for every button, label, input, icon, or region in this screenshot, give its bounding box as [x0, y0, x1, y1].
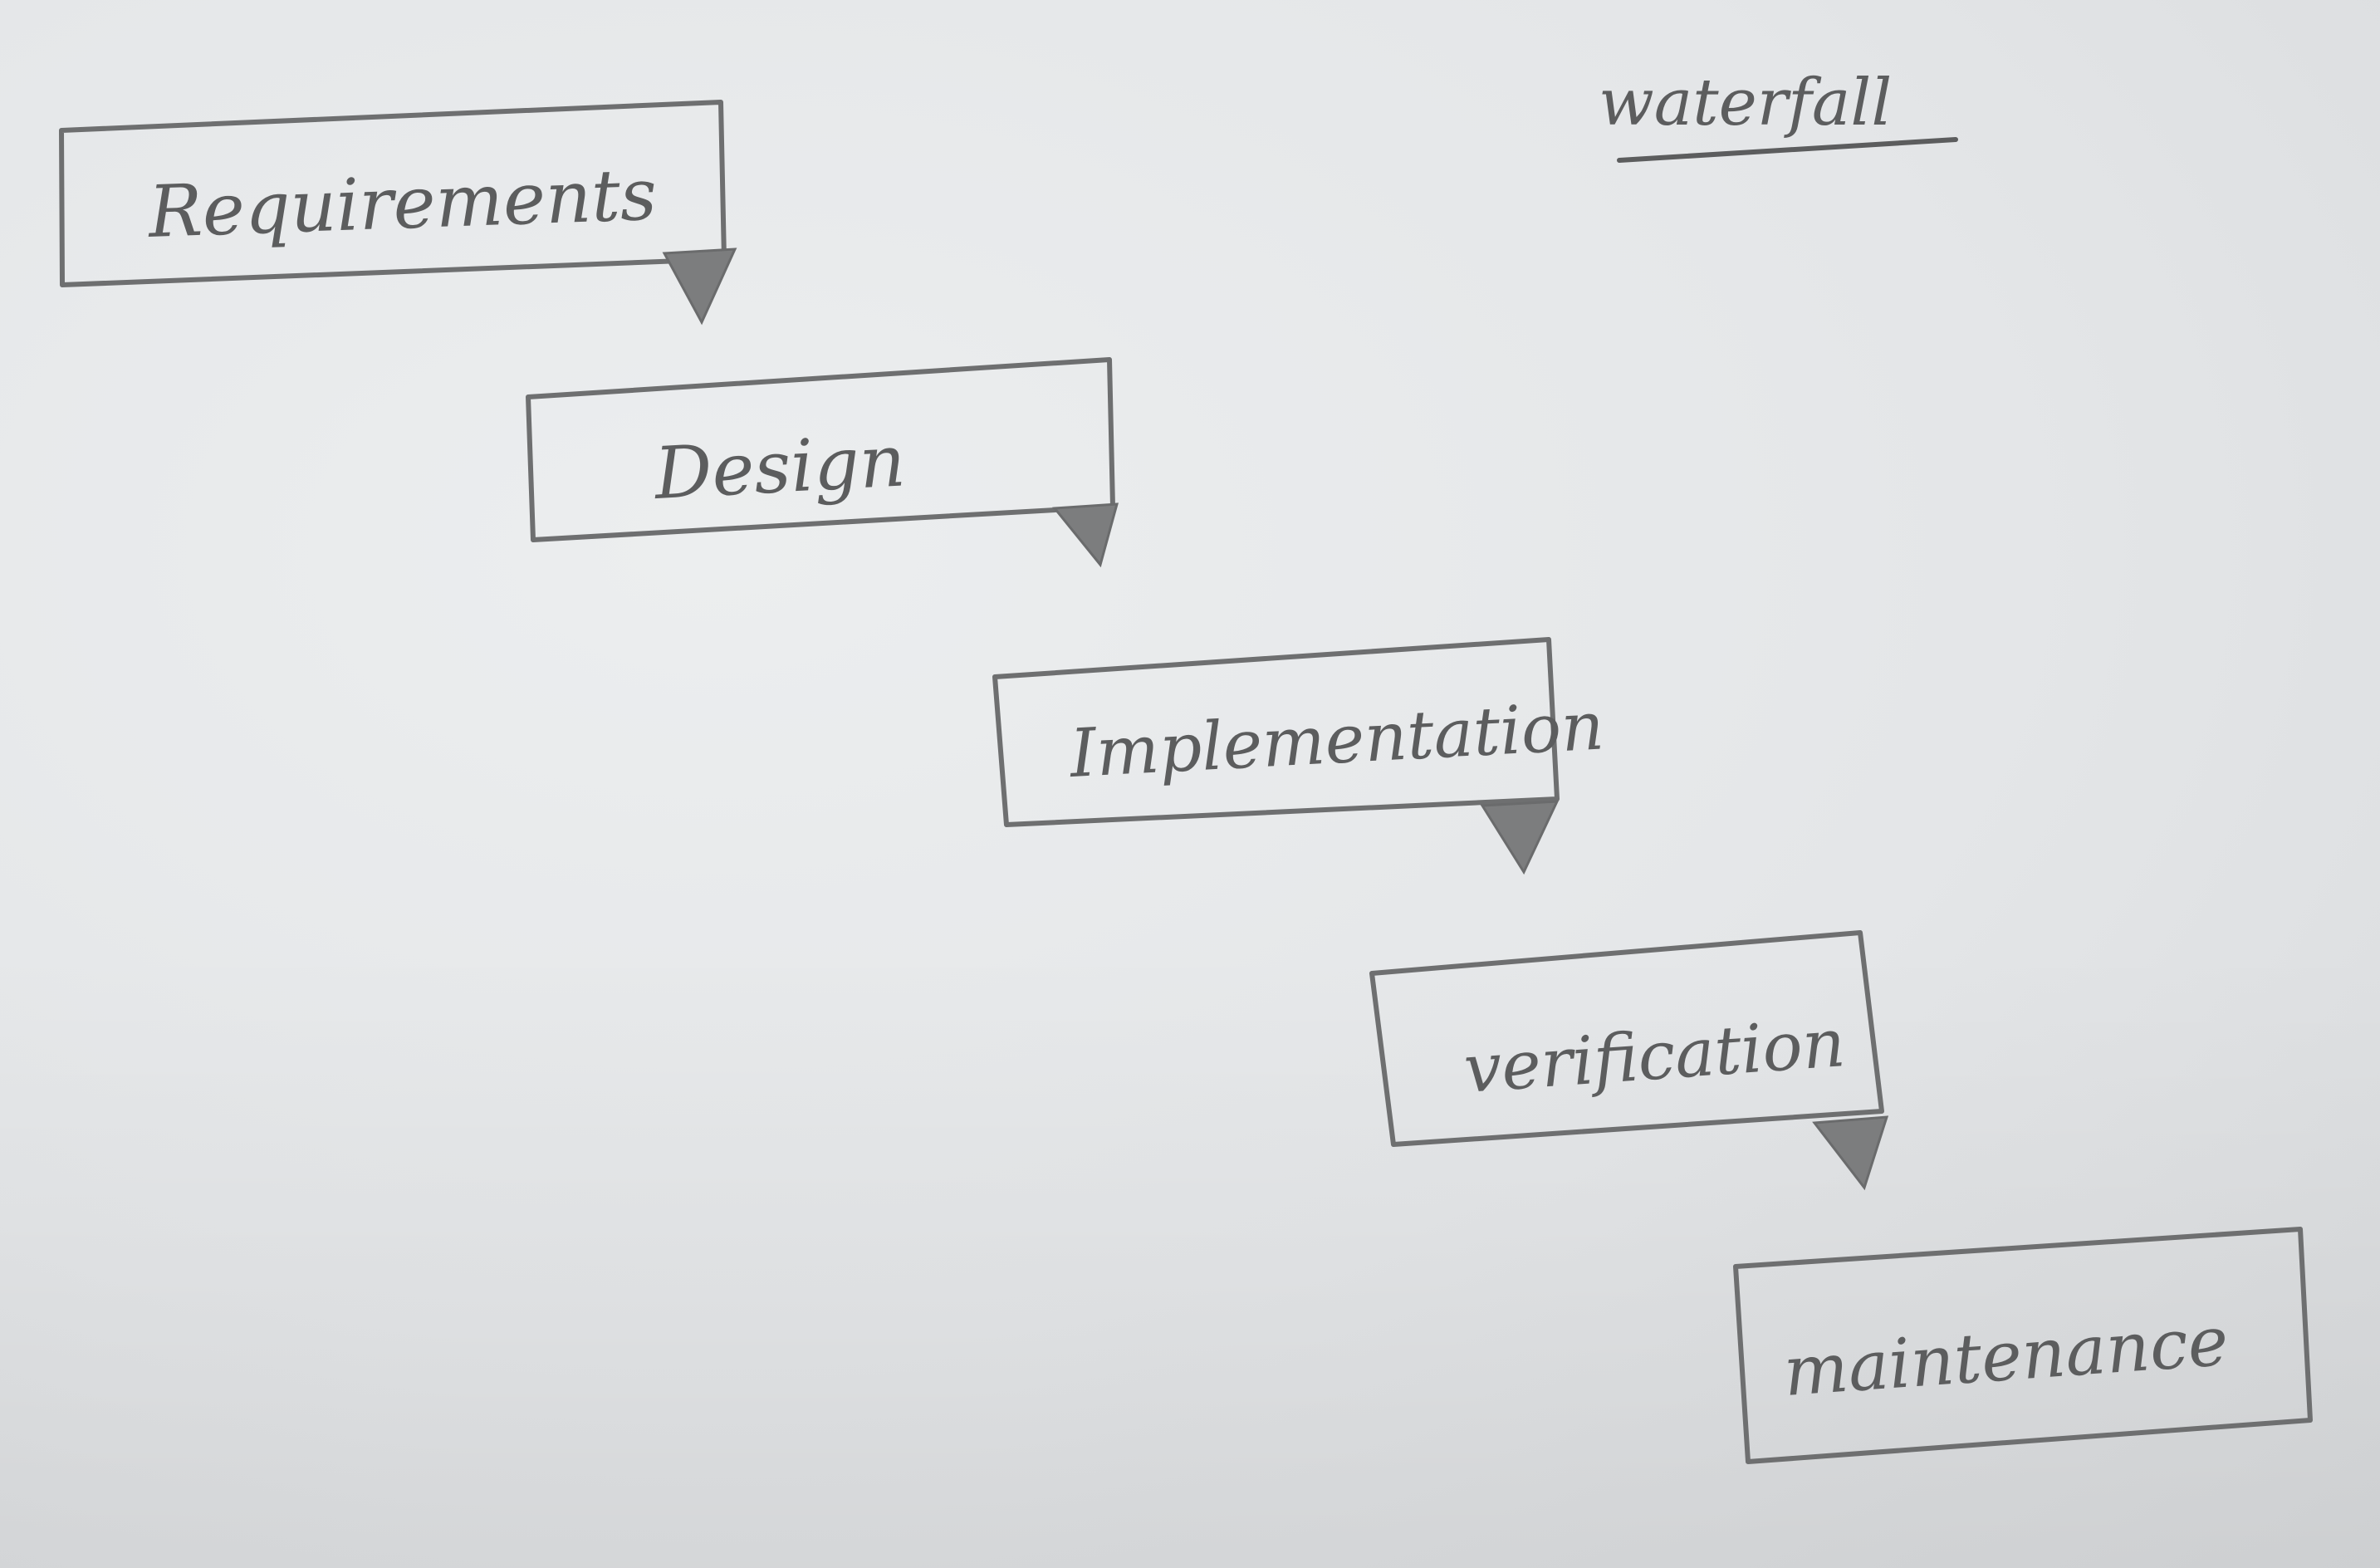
- stage-label-verification: verification: [1462, 1004, 1848, 1108]
- stage-label-implementation: Implementation: [1066, 687, 1606, 792]
- title-underline: [1617, 137, 1958, 163]
- stage-design: Design: [526, 357, 1119, 568]
- stage-label-design: Design: [651, 419, 908, 516]
- arrow-down-icon: [1052, 502, 1119, 568]
- arrow-down-icon: [1812, 1115, 1889, 1191]
- arrow-down-icon: [662, 247, 737, 326]
- stage-label-maintenance: maintenance: [1781, 1302, 2231, 1412]
- diagram-title: waterfall: [1599, 66, 1958, 163]
- stage-label-requirements: Requirements: [145, 154, 658, 254]
- arrow-down-icon: [1480, 800, 1560, 875]
- stage-maintenance: maintenance: [1733, 1227, 2313, 1464]
- stage-box: [1369, 930, 1884, 1147]
- stage-box: [1733, 1227, 2313, 1464]
- stage-implementation: Implementation: [992, 637, 1606, 875]
- stage-box: [992, 637, 1560, 827]
- stage-requirements: Requirements: [59, 100, 737, 326]
- title-text: waterfall: [1599, 66, 1892, 140]
- stage-verification: verification: [1369, 930, 1889, 1191]
